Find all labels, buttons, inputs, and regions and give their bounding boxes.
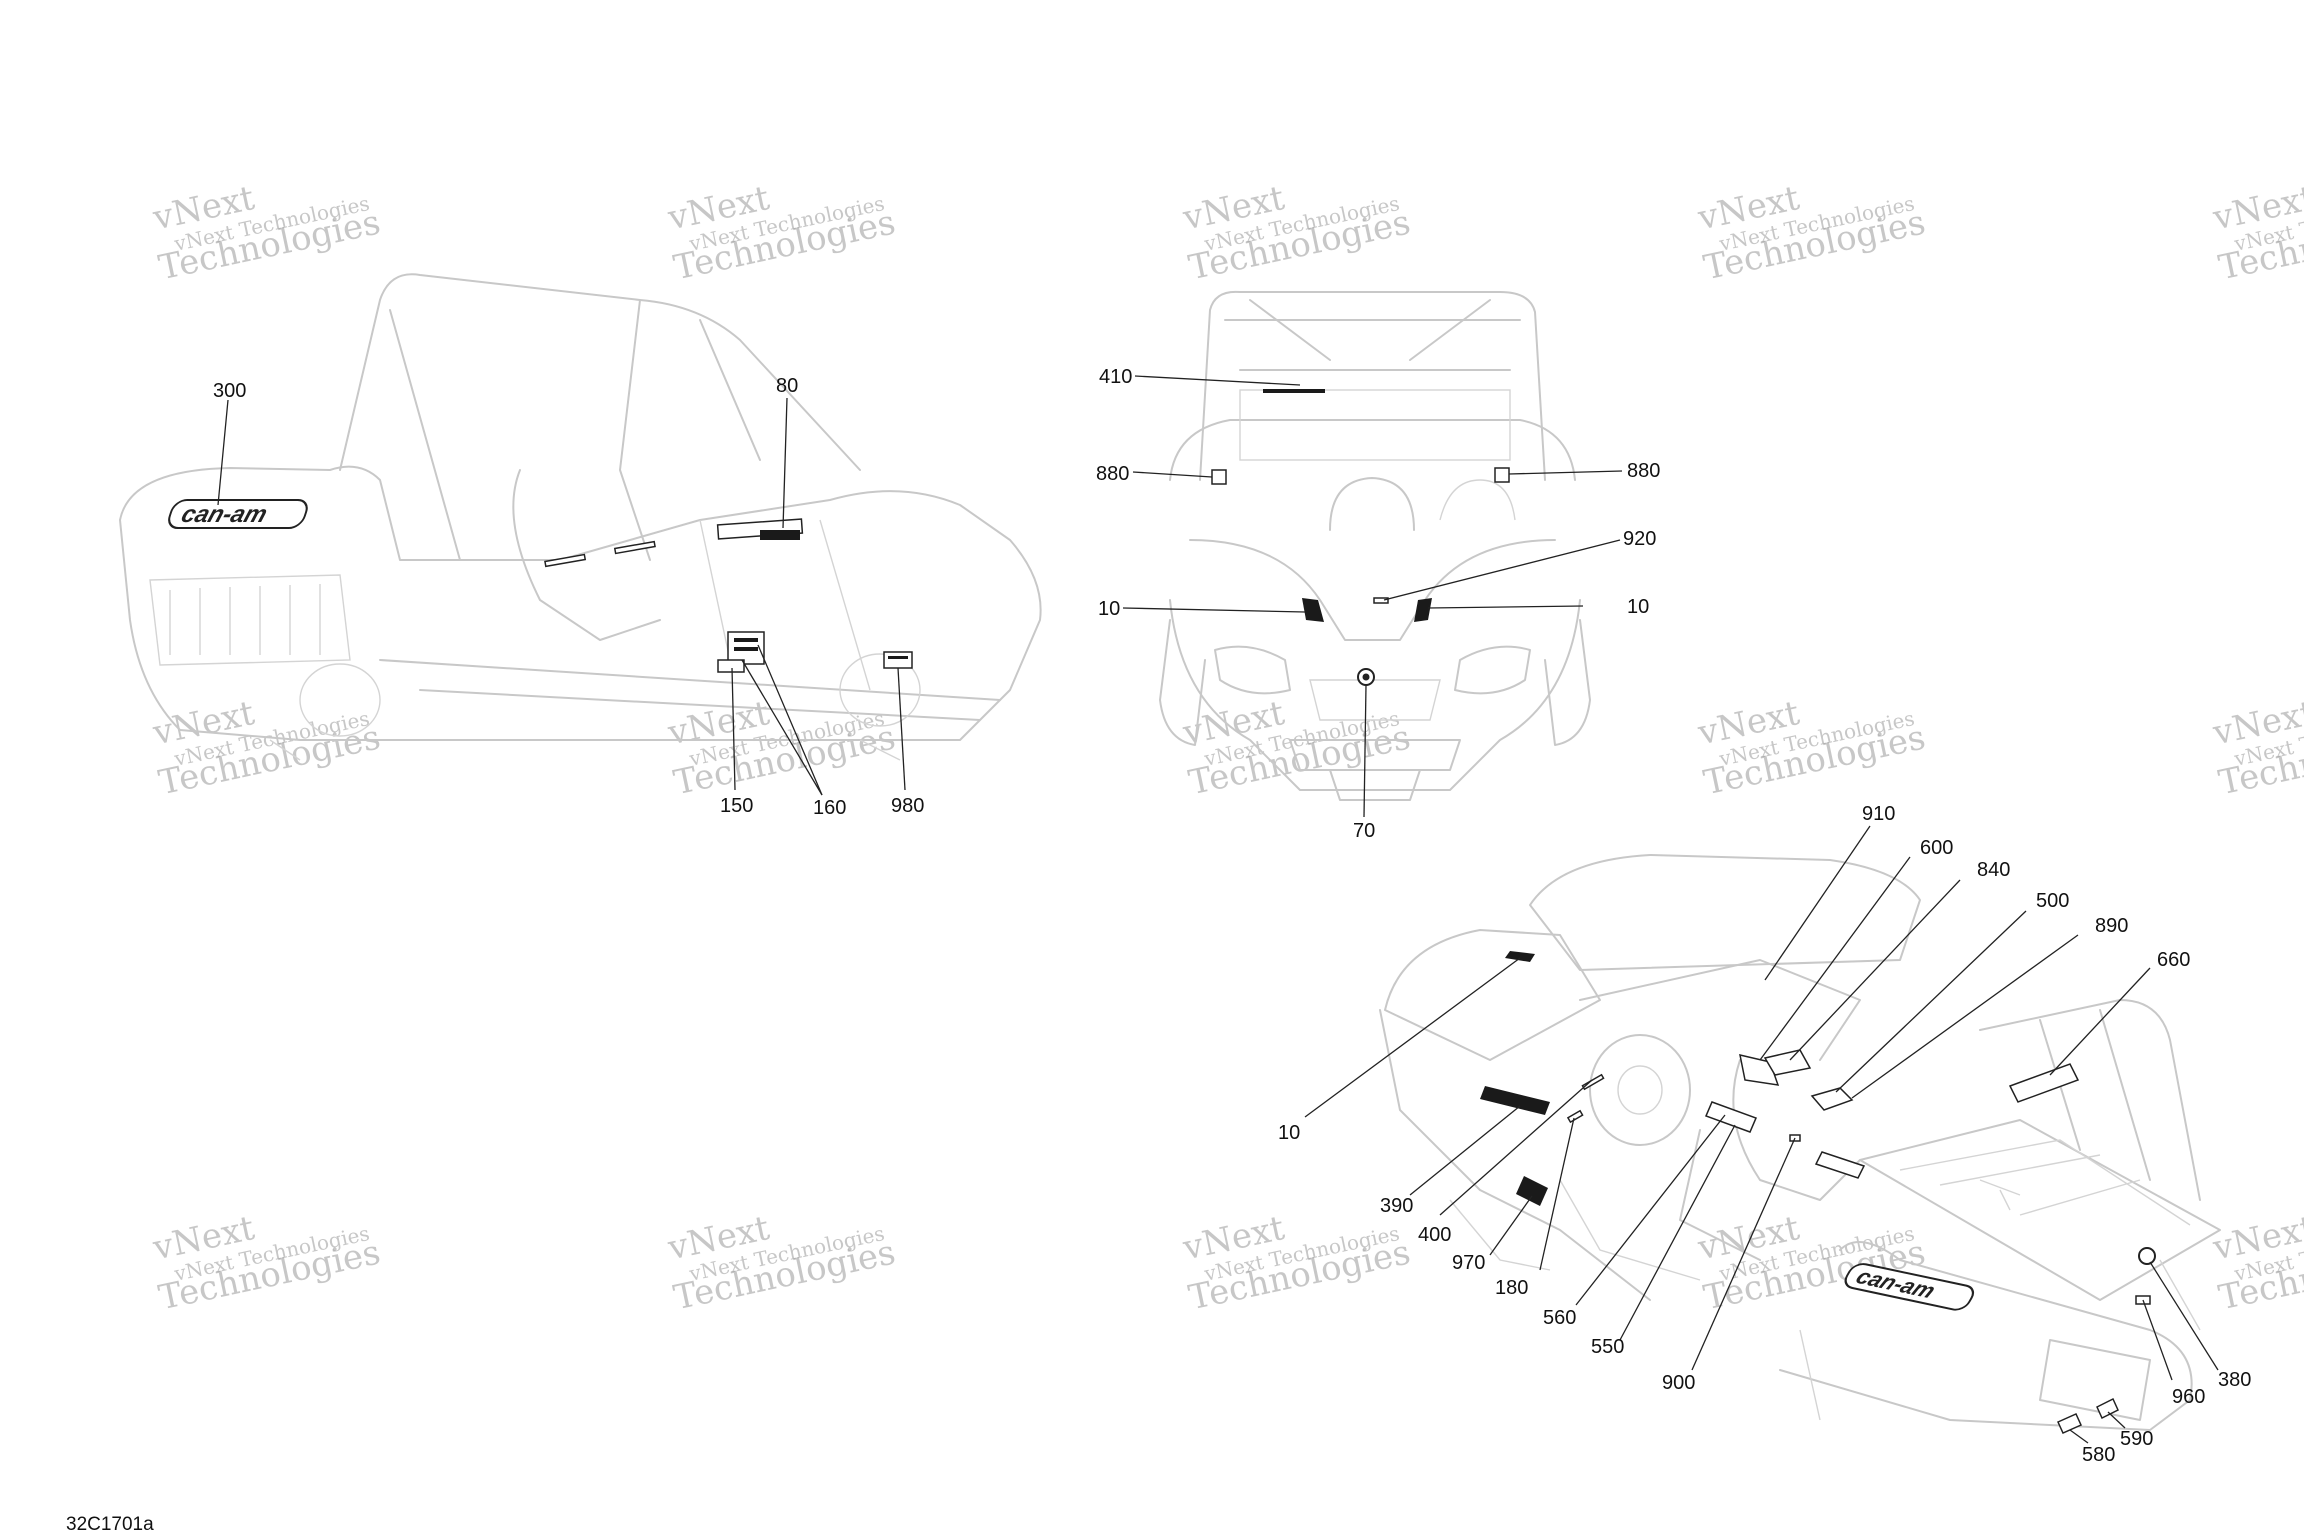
front-leaders [1122, 375, 1623, 818]
decal-410 [1263, 389, 1325, 393]
front-view-vehicle-sketch [1159, 290, 1591, 801]
watermark: vNext vNext Technologies Technologies [1694, 178, 1929, 288]
watermark: vNext vNext Technologies Technologies [1694, 693, 1929, 803]
watermark: vNext vNext Technologies Technologies [149, 1208, 384, 1318]
callout-550: 550 [1591, 1336, 1624, 1358]
iso-callouts: 910 600 840 500 890 660 10 390 400 970 1… [1278, 803, 2251, 1466]
decal-970 [1516, 1176, 1548, 1206]
watermark: vNext vNext Technologies Technologies [1694, 1208, 1929, 1318]
callout-600: 600 [1920, 837, 1953, 859]
watermark: vNext vNext Technologies Technologies [2209, 693, 2304, 803]
iso-decals: can-am [1480, 951, 2156, 1434]
callout-380: 380 [2218, 1369, 2251, 1391]
decal-150 [717, 659, 745, 673]
side-callouts: 300 80 150 160 980 [213, 375, 924, 819]
decal-580 [2057, 1413, 2082, 1434]
callout-70: 70 [1353, 820, 1375, 842]
callout-890: 890 [2095, 915, 2128, 937]
decal-80-dark [760, 530, 800, 540]
front-view: 410 880 880 920 10 10 70 [1096, 290, 1660, 842]
side-view-vehicle-sketch [119, 273, 1042, 761]
decal-920 [1373, 597, 1389, 604]
svg-text:can-am: can-am [178, 502, 271, 528]
callout-10-right: 10 [1627, 596, 1649, 618]
front-callouts: 410 880 880 920 10 10 70 [1096, 366, 1660, 842]
callout-10-iso: 10 [1278, 1122, 1300, 1144]
can-am-logo-decal: can-am [168, 499, 308, 529]
decal-400 [1581, 1073, 1605, 1091]
side-leaders [217, 397, 906, 796]
callout-150: 150 [720, 795, 753, 817]
callout-410: 410 [1099, 366, 1132, 388]
watermark: vNext vNext Technologies Technologies [664, 178, 899, 288]
callout-960: 960 [2172, 1386, 2205, 1408]
callout-590: 590 [2120, 1428, 2153, 1450]
iso-view-vehicle-sketch [1379, 854, 2221, 1431]
callout-880-left: 880 [1096, 463, 1129, 485]
callout-910: 910 [1862, 803, 1895, 825]
callout-500: 500 [2036, 890, 2069, 912]
callout-80: 80 [776, 375, 798, 397]
stripe-decal [613, 540, 656, 555]
decal-390 [1480, 1086, 1550, 1115]
callout-180: 180 [1495, 1277, 1528, 1299]
callout-920: 920 [1623, 528, 1656, 550]
callout-660: 660 [2157, 949, 2190, 971]
decal-880-left [1211, 469, 1227, 485]
callout-560: 560 [1543, 1307, 1576, 1329]
decal-880-right [1494, 467, 1510, 483]
decal-500 [1810, 1087, 1854, 1111]
callout-880-right: 880 [1627, 460, 1660, 482]
callout-300: 300 [213, 380, 246, 402]
callout-10-left: 10 [1098, 598, 1120, 620]
callout-980: 980 [891, 795, 924, 817]
watermark: vNext vNext Technologies Technologies [2209, 178, 2304, 288]
decal-380 [2138, 1247, 2156, 1265]
iso-view: can-am [1278, 803, 2251, 1466]
decal-70-emblem-center [1362, 673, 1370, 681]
decal-840 [1763, 1049, 1812, 1076]
callout-580: 580 [2082, 1444, 2115, 1466]
iso-leaders [1304, 825, 2219, 1444]
decal-10-left [1302, 598, 1324, 622]
decal-890 [1814, 1151, 1866, 1179]
callout-400: 400 [1418, 1224, 1451, 1246]
watermark: vNext vNext Technologies Technologies [2209, 1208, 2304, 1318]
side-decals: can-am [168, 499, 913, 673]
callout-900: 900 [1662, 1372, 1695, 1394]
decal-590 [2096, 1397, 2119, 1420]
watermark: vNext vNext Technologies Technologies [1179, 178, 1414, 288]
watermark: vNext vNext Technologies Technologies [664, 1208, 899, 1318]
decal-980 [883, 651, 913, 669]
decal-660 [2008, 1063, 2080, 1103]
decal-560 [1704, 1101, 1758, 1133]
callout-840: 840 [1977, 859, 2010, 881]
watermark: vNext vNext Technologies Technologies [664, 693, 899, 803]
watermark: vNext vNext Technologies Technologies [1179, 1208, 1414, 1318]
callout-390: 390 [1380, 1195, 1413, 1217]
decal-150-160-line [734, 647, 758, 651]
callout-970: 970 [1452, 1252, 1485, 1274]
stripe-decal [544, 553, 587, 568]
decal-10-iso [1505, 951, 1535, 962]
side-view: can-am 300 80 1 [119, 273, 1042, 819]
figure-id: 32C1701a [66, 1514, 154, 1535]
front-decals [1211, 389, 1510, 686]
callout-160: 160 [813, 797, 846, 819]
decal-150-160-line [734, 638, 758, 642]
decal-180 [1566, 1109, 1584, 1124]
watermark-layer: vNext vNext Technologies Technologies vN… [149, 178, 2304, 1318]
decal-10-right [1414, 598, 1432, 622]
watermark: vNext vNext Technologies Technologies [149, 178, 384, 288]
decal-980-line [888, 656, 908, 659]
